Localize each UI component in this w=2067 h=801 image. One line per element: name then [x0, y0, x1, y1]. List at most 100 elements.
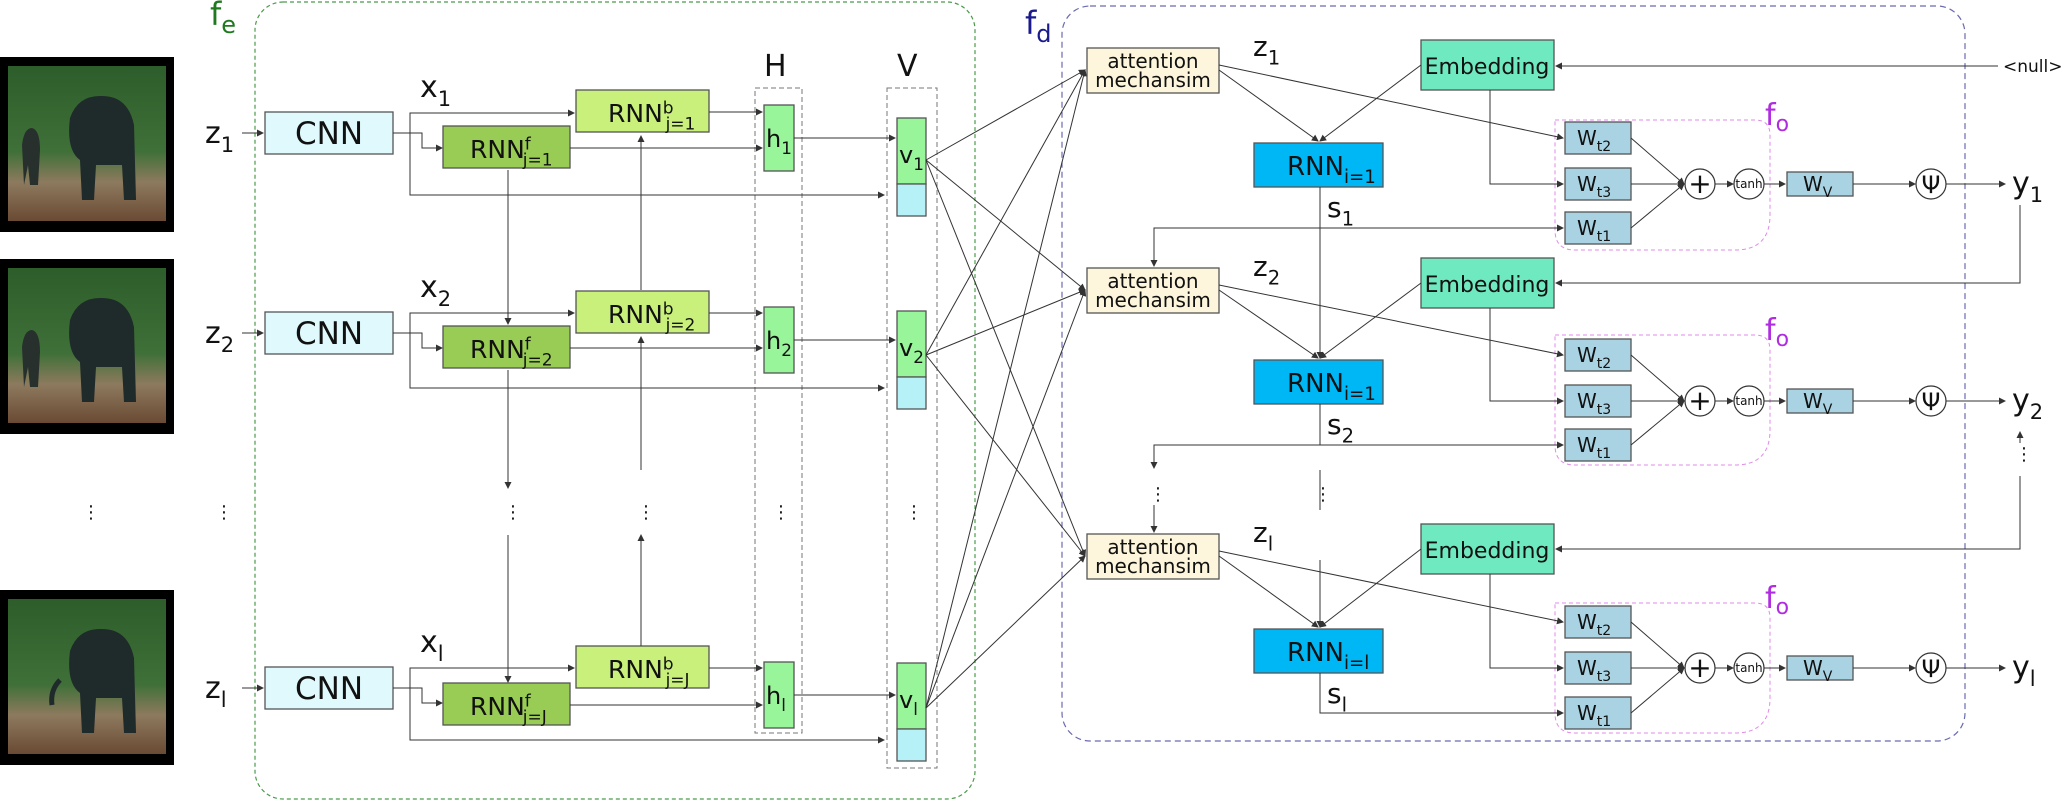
output-y-label: y1: [2012, 166, 2043, 207]
encoder-x-label: x1: [420, 70, 451, 111]
rnn-backward-block: [575, 89, 710, 133]
y-ellipsis: ⋮: [2015, 444, 2033, 465]
v-label: v1: [899, 141, 924, 174]
s-ellipsis: ⋮: [1314, 484, 1332, 505]
decoder-row-2: attentionmechansimz2RNNi=1Embeddings2Wt2…: [1086, 250, 2043, 462]
rnn-backward-block: [575, 645, 710, 689]
v3-to-attention1-arrow: [925, 69, 1087, 709]
h-column-border: [754, 87, 803, 734]
fo-region-border-2: [1554, 334, 1771, 466]
v-column-label: V: [897, 49, 918, 84]
v3-to-attention3-arrow: [925, 555, 1086, 709]
plus-label: +: [1688, 167, 1711, 200]
cnn-to-rnnb-arrow: [393, 664, 575, 689]
h-label: h1: [766, 125, 792, 158]
cnn-to-v-arrow: [409, 688, 885, 744]
v-label: vl: [899, 686, 918, 719]
output-y-label: yl: [2012, 650, 2036, 691]
w-t1-label: Wt1: [1577, 701, 1611, 730]
cnn-to-rnnf-arrow: [410, 332, 443, 352]
cnn-block: [264, 111, 394, 155]
embedding-label: Embedding: [1425, 273, 1550, 298]
embedding-block: [1420, 39, 1555, 91]
v-ellipsis: ⋮: [905, 502, 923, 523]
fe-label: fe: [210, 0, 236, 39]
decoder-rnn-label: RNNi=l: [1287, 638, 1369, 674]
embedding-to-wt3-arrow: [1489, 308, 1564, 405]
decoder-rnn-label: RNNi=1: [1287, 369, 1376, 405]
tanh-label: tanh: [1735, 394, 1762, 408]
attention-to-wt2-arrow: [1218, 64, 1564, 141]
v-block-bottom: [896, 183, 927, 217]
wv-block: [1786, 171, 1854, 197]
attention-label-line1: attention: [1107, 535, 1198, 559]
w-to-plus-arrow: [1630, 400, 1685, 446]
h-column-label: H: [764, 49, 787, 84]
wv-label: WV: [1803, 172, 1833, 201]
v2-to-attention2-arrow: [925, 289, 1086, 356]
attention-label-line2: mechansim: [1095, 288, 1211, 312]
v-block-top: [896, 662, 927, 730]
w-t2-label: Wt2: [1577, 126, 1611, 155]
w-t2-block: [1564, 605, 1632, 639]
psi-label: Ψ: [1922, 655, 1941, 683]
v3-to-attention2-arrow: [925, 289, 1087, 709]
w-to-plus-arrow: [1630, 354, 1685, 402]
embedding-block: [1420, 523, 1555, 575]
embedding-to-wt3-arrow: [1489, 574, 1564, 672]
null-token: <null>: [2003, 57, 2062, 77]
fd-label: fd: [1025, 4, 1052, 48]
fo-label-2: fo: [1765, 313, 1789, 352]
attention-to-rnn-arrow: [1218, 69, 1319, 142]
w-t3-block: [1564, 651, 1632, 685]
embedding-to-rnn-arrow: [1319, 64, 1422, 142]
cnn-to-rnnf-arrow: [410, 132, 443, 152]
rnn-to-wt1-arrow: [1319, 404, 1564, 449]
rnn-forward-block: [442, 125, 571, 169]
embedding-label: Embedding: [1425, 55, 1550, 80]
w-to-plus-arrow: [1630, 183, 1685, 229]
w-to-plus-arrow: [1630, 621, 1685, 669]
cnn-to-v-arrow: [409, 133, 885, 199]
fo-region-border-3: [1554, 602, 1771, 734]
y1-to-embedding2-arrow: [1555, 205, 2021, 287]
decoder-rnn-block: [1253, 628, 1384, 674]
encoder-x-label: x2: [420, 270, 451, 311]
wv-block: [1786, 388, 1854, 414]
tanh-label: tanh: [1735, 661, 1762, 675]
rnn-backward-block: [575, 290, 710, 334]
cnn-to-rnnf-arrow: [410, 687, 443, 707]
w-t2-label: Wt2: [1577, 343, 1611, 372]
v2-to-attention3-arrow: [925, 354, 1086, 557]
v1-to-attention1-arrow: [925, 69, 1086, 161]
plus-label: +: [1688, 384, 1711, 417]
attention-label-line1: attention: [1107, 49, 1198, 73]
cnn-to-rnnb-arrow: [393, 309, 575, 334]
encoder-z-label: zl: [205, 671, 227, 712]
w-t3-block: [1564, 167, 1632, 201]
rnn-forward-block: [442, 682, 571, 726]
attention-to-rnn-arrow: [1218, 555, 1319, 628]
encoder-z-label: z2: [205, 316, 234, 357]
v1-to-attention3-arrow: [925, 159, 1087, 557]
frames-ellipsis: ⋮: [82, 502, 100, 523]
fo-region-border-1: [1554, 119, 1771, 251]
decoder-region-border: [1061, 5, 1966, 742]
w-t2-block: [1564, 121, 1632, 155]
wv-label: WV: [1803, 656, 1833, 685]
psi-label: Ψ: [1922, 171, 1941, 199]
v2-to-attention1-arrow: [925, 69, 1086, 356]
cnn-to-rnnb-arrow: [393, 109, 575, 134]
wv-label: WV: [1803, 389, 1833, 418]
decoder-s-label: s1: [1327, 191, 1354, 230]
w-t3-label: Wt3: [1577, 172, 1611, 201]
decoder-s-label: sl: [1327, 677, 1347, 716]
v-block-bottom: [896, 376, 927, 410]
encoder-region-border: [254, 1, 976, 800]
w-to-plus-arrow: [1630, 667, 1685, 714]
